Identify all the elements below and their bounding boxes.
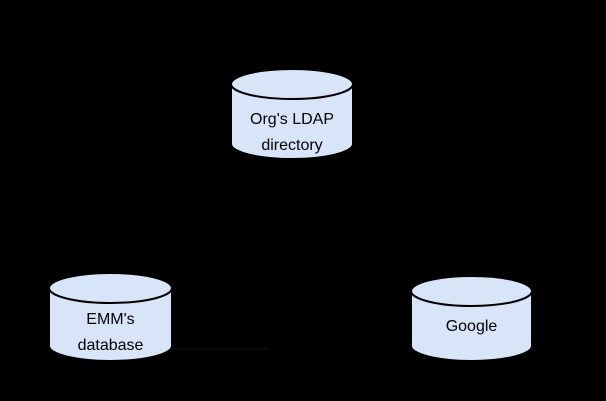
node-label-line: directory xyxy=(261,137,322,154)
cylinder-body xyxy=(48,288,173,362)
node-google: Google xyxy=(410,275,533,362)
node-label-line: database xyxy=(78,337,144,354)
cylinder-body xyxy=(410,291,533,362)
node-label-line: EMM's xyxy=(86,311,134,328)
node-orgs-ldap-directory: Org's LDAP directory xyxy=(230,68,354,160)
node-label-line: Org's LDAP xyxy=(250,111,334,128)
node-label-line: Google xyxy=(446,318,498,335)
cylinder-top xyxy=(230,68,354,100)
node-emms-database: EMM's database xyxy=(48,272,173,362)
cylinder-top xyxy=(410,275,533,307)
cylinder-body xyxy=(230,84,354,160)
cylinder-top xyxy=(48,272,173,304)
